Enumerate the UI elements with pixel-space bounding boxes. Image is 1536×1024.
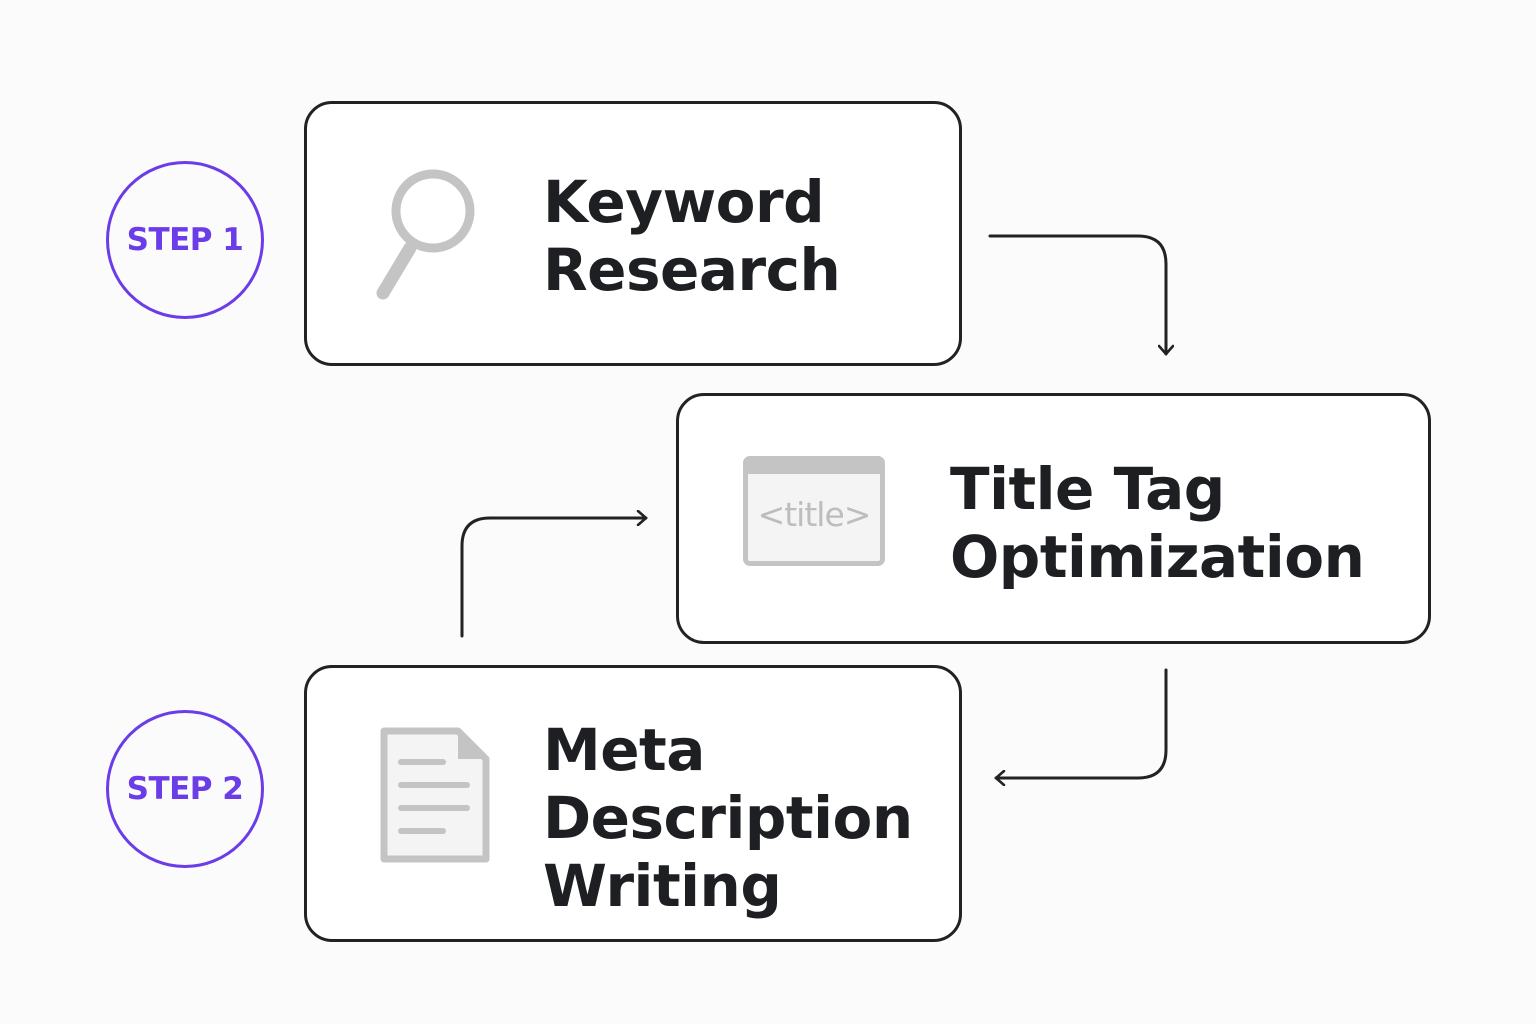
- title-tag-icon-text: <title>: [757, 495, 872, 534]
- meta-description-card: Meta Description Writing: [304, 665, 962, 942]
- step-1-label: STEP 1: [126, 222, 244, 258]
- card-title-line: Optimization: [950, 523, 1365, 591]
- card-title-line: Research: [543, 236, 841, 304]
- step-2-label: STEP 2: [126, 771, 244, 807]
- step-2-badge: STEP 2: [106, 710, 264, 868]
- arrow-keyword-to-title: [988, 234, 1166, 356]
- card-title-line: Description: [543, 784, 913, 852]
- arrow-title-to-meta: [994, 668, 1168, 778]
- card-title-line: Keyword: [543, 168, 825, 236]
- card-title-line: Meta: [543, 716, 705, 784]
- keyword-research-title: Keyword Research: [543, 168, 841, 304]
- title-tag-window-icon: <title>: [743, 456, 885, 566]
- title-tag-title: Title Tag Optimization: [950, 455, 1365, 591]
- document-icon: [380, 727, 490, 863]
- step-1-badge: STEP 1: [106, 161, 264, 319]
- meta-description-title: Meta Description Writing: [543, 716, 913, 920]
- card-title-line: Title Tag: [950, 455, 1225, 523]
- title-tag-card: <title> Title Tag Optimization: [676, 393, 1431, 644]
- keyword-research-card: Keyword Research: [304, 101, 962, 366]
- card-title-line: Writing: [543, 852, 782, 920]
- arrow-meta-to-title: [460, 518, 648, 638]
- magnifying-glass-icon: [376, 169, 475, 300]
